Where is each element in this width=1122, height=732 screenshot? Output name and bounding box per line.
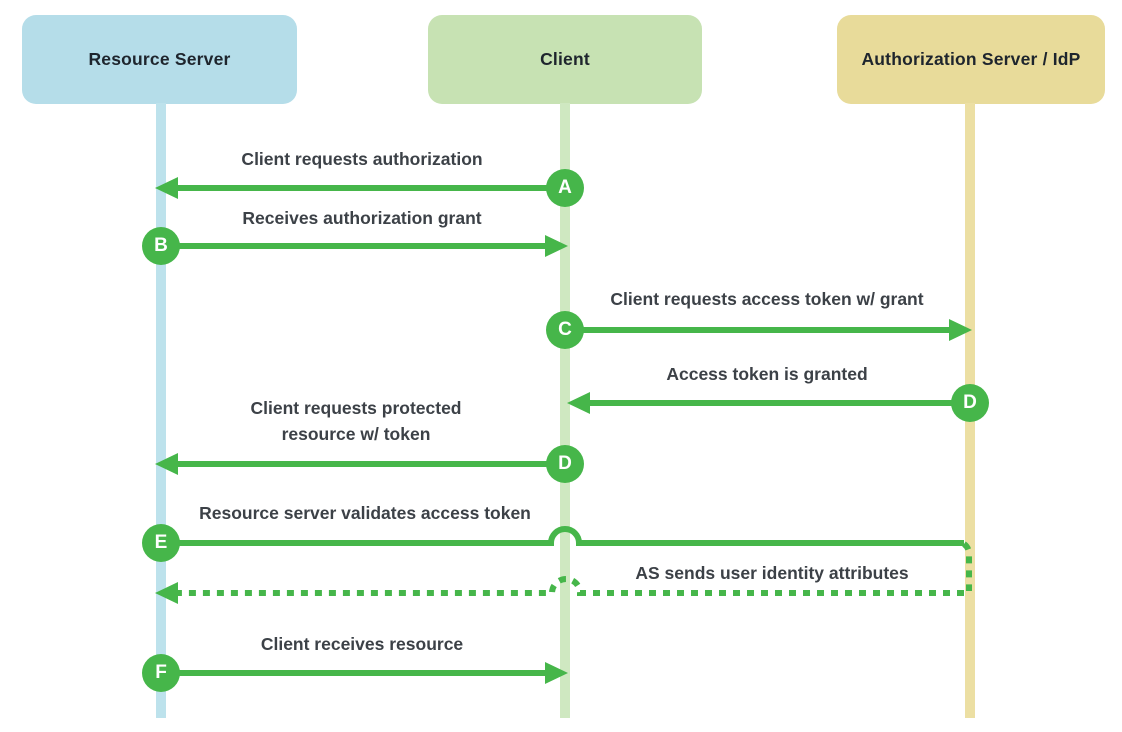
message-label-access-token-granted: Access token is granted (666, 364, 868, 384)
actor-label-resource-server: Resource Server (88, 49, 231, 69)
message-badge-d-token-granted: D (951, 384, 989, 422)
arrow-f-head (545, 662, 568, 684)
message-badge-f: F (142, 654, 180, 692)
actor-label-authorization-server: Authorization Server / IdP (861, 49, 1081, 69)
actor-header-resource-server: Resource Server (22, 15, 297, 104)
arrow-a (155, 177, 549, 199)
message-badge-b: B (142, 227, 180, 265)
arrow-dashed-identity-line (176, 576, 964, 596)
message-label-client-requests-authorization: Client requests authorization (241, 149, 483, 169)
lifeline-client (560, 103, 570, 718)
message-label-validates-access-token: Resource server validates access token (199, 503, 531, 523)
arrow-b-head (545, 235, 568, 257)
arrow-dashed-identity (155, 541, 973, 604)
arrow-d-protected-resource (155, 453, 549, 475)
arrow-dashed-identity-down-segment (962, 541, 973, 591)
message-badge-e: E (142, 524, 180, 562)
arrow-c (581, 319, 972, 341)
actor-header-client: Client (428, 15, 702, 104)
arrow-d-protected-resource-head (155, 453, 178, 475)
arrow-d-token-granted-head (567, 392, 590, 414)
message-label-client-receives-resource: Client receives resource (260, 634, 464, 654)
arrow-c-head (949, 319, 972, 341)
arrow-dashed-identity-head (155, 582, 178, 604)
message-label-receives-authorization-grant: Receives authorization grant (242, 208, 482, 228)
message-label-requests-protected-resource: Client requests protected resource w/ to… (250, 398, 462, 445)
message-label-requests-access-token: Client requests access token w/ grant (610, 289, 924, 309)
message-badge-d-protected-resource: D (546, 445, 584, 483)
arrow-d-token-granted (567, 392, 953, 414)
lifeline-resource-server (156, 103, 166, 718)
arrow-f (177, 662, 568, 684)
actor-header-authorization-server: Authorization Server / IdP (837, 15, 1105, 104)
message-label-as-sends-identity: AS sends user identity attributes (635, 563, 909, 583)
actor-label-client: Client (540, 49, 590, 69)
message-badge-a: A (546, 169, 584, 207)
arrow-b (177, 235, 568, 257)
arrow-e-line (177, 526, 964, 546)
arrow-a-head (155, 177, 178, 199)
message-badge-c: C (546, 311, 584, 349)
arrow-e (177, 526, 964, 546)
